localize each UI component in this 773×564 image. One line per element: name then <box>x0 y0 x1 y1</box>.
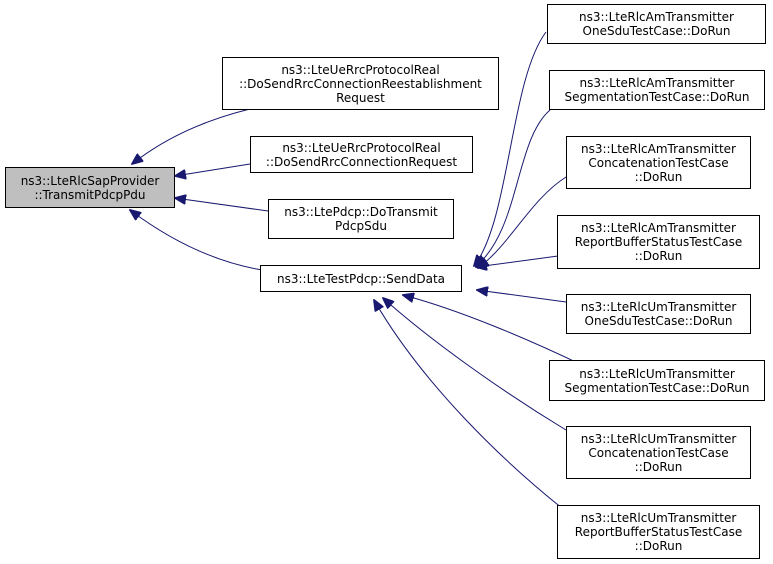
node-label-line: ::DoRun <box>634 249 683 263</box>
node-um-report-buffer-status-test-case[interactable]: ns3::LteRlcUmTransmitter ReportBufferSta… <box>557 505 760 559</box>
edge-um-seg-to-senddata <box>403 295 585 367</box>
edge-um-onesdu-to-senddata <box>477 290 567 303</box>
node-am-concatenation-test-case[interactable]: ns3::LteRlcAmTransmitter ConcatenationTe… <box>566 136 751 189</box>
node-am-report-buffer-status-test-case[interactable]: ns3::LteRlcAmTransmitter ReportBufferSta… <box>557 215 760 269</box>
node-label-line: ns3::LteRlcUmTransmitter <box>580 511 737 525</box>
node-label-line: ns3::LteRlcUmTransmitter <box>579 366 735 381</box>
node-label-line: ::DoSendRrcConnectionReestablishment <box>239 76 482 91</box>
edge-am-concat-to-senddata <box>478 176 567 268</box>
node-am-segmentation-test-case[interactable]: ns3::LteRlcAmTransmitter SegmentationTes… <box>549 70 765 110</box>
node-label-line: PdcpSdu <box>335 219 387 233</box>
node-label-line: Request <box>336 90 385 105</box>
node-um-segmentation-test-case[interactable]: ns3::LteRlcUmTransmitter SegmentationTes… <box>549 360 765 401</box>
node-label-line: ns3::LteRlcAmTransmitter <box>579 10 734 24</box>
node-label-line: ::TransmitPdcpPdu <box>34 187 146 202</box>
node-lte-test-pdcp-send-data[interactable]: ns3::LteTestPdcp::SendData <box>260 265 462 292</box>
node-um-concatenation-test-case[interactable]: ns3::LteRlcUmTransmitter ConcatenationTe… <box>566 426 751 479</box>
edge-um-report-to-senddata <box>374 300 573 517</box>
edge-rrcreq-to-root <box>175 163 251 176</box>
node-label-line: OneSduTestCase::DoRun <box>582 24 731 38</box>
node-label-line: ns3::LteRlcAmTransmitter <box>579 76 735 90</box>
edge-am-seg-to-senddata <box>476 109 551 266</box>
node-label-line: SegmentationTestCase::DoRun <box>564 380 750 395</box>
node-label-line: ::DoRun <box>634 459 683 474</box>
edge-reestab-to-root <box>132 108 251 164</box>
node-do-send-rrc-connection-request[interactable]: ns3::LteUeRrcProtocolReal ::DoSendRrcCon… <box>250 136 473 173</box>
node-label-line: ns3::LteRlcUmTransmitter <box>580 300 737 314</box>
edge-senddata-to-root <box>130 210 263 271</box>
node-do-send-rrc-connection-reestablishment-request[interactable]: ns3::LteUeRrcProtocolReal ::DoSendRrcCon… <box>222 57 499 110</box>
node-label-line: ConcatenationTestCase <box>588 445 729 460</box>
node-label-line: ReportBufferStatusTestCase <box>574 525 743 539</box>
node-label-line: ns3::LteUeRrcProtocolReal <box>282 140 441 155</box>
node-label-line: ::DoSendRrcConnectionRequest <box>265 154 458 169</box>
node-label-line: ConcatenationTestCase <box>588 155 729 170</box>
node-label-line: ns3::LteUeRrcProtocolReal <box>281 62 440 77</box>
edge-um-concat-to-senddata <box>383 298 567 431</box>
node-label-line: ns3::LteRlcUmTransmitter <box>580 431 737 446</box>
node-lte-pdcp-do-transmit-pdcp-sdu[interactable]: ns3::LtePdcp::DoTransmit PdcpSdu <box>268 199 454 239</box>
node-label-line: ns3::LteRlcAmTransmitter <box>581 221 736 235</box>
node-label-line: ns3::LtePdcp::DoTransmit <box>284 205 438 219</box>
node-label-line: SegmentationTestCase::DoRun <box>564 90 750 104</box>
edge-am-onesdu-to-senddata <box>474 31 547 266</box>
edge-pdcp-to-root <box>175 198 269 212</box>
node-um-one-sdu-test-case[interactable]: ns3::LteRlcUmTransmitter OneSduTestCase:… <box>566 294 751 334</box>
node-label-line: ns3::LteRlcSapProvider <box>20 173 160 188</box>
node-label-line: ReportBufferStatusTestCase <box>574 235 743 249</box>
node-label-line: ::DoRun <box>634 169 683 184</box>
edge-am-report-to-senddata <box>476 255 559 267</box>
node-label-line: ns3::LteRlcAmTransmitter <box>581 141 736 156</box>
node-label-line: ::DoRun <box>634 539 683 553</box>
node-label-line: ns3::LteTestPdcp::SendData <box>276 271 445 286</box>
node-transmit-pdcp-pdu[interactable]: ns3::LteRlcSapProvider ::TransmitPdcpPdu <box>5 167 175 208</box>
node-label-line: OneSduTestCase::DoRun <box>584 314 733 328</box>
node-am-one-sdu-test-case[interactable]: ns3::LteRlcAmTransmitter OneSduTestCase:… <box>547 4 766 44</box>
